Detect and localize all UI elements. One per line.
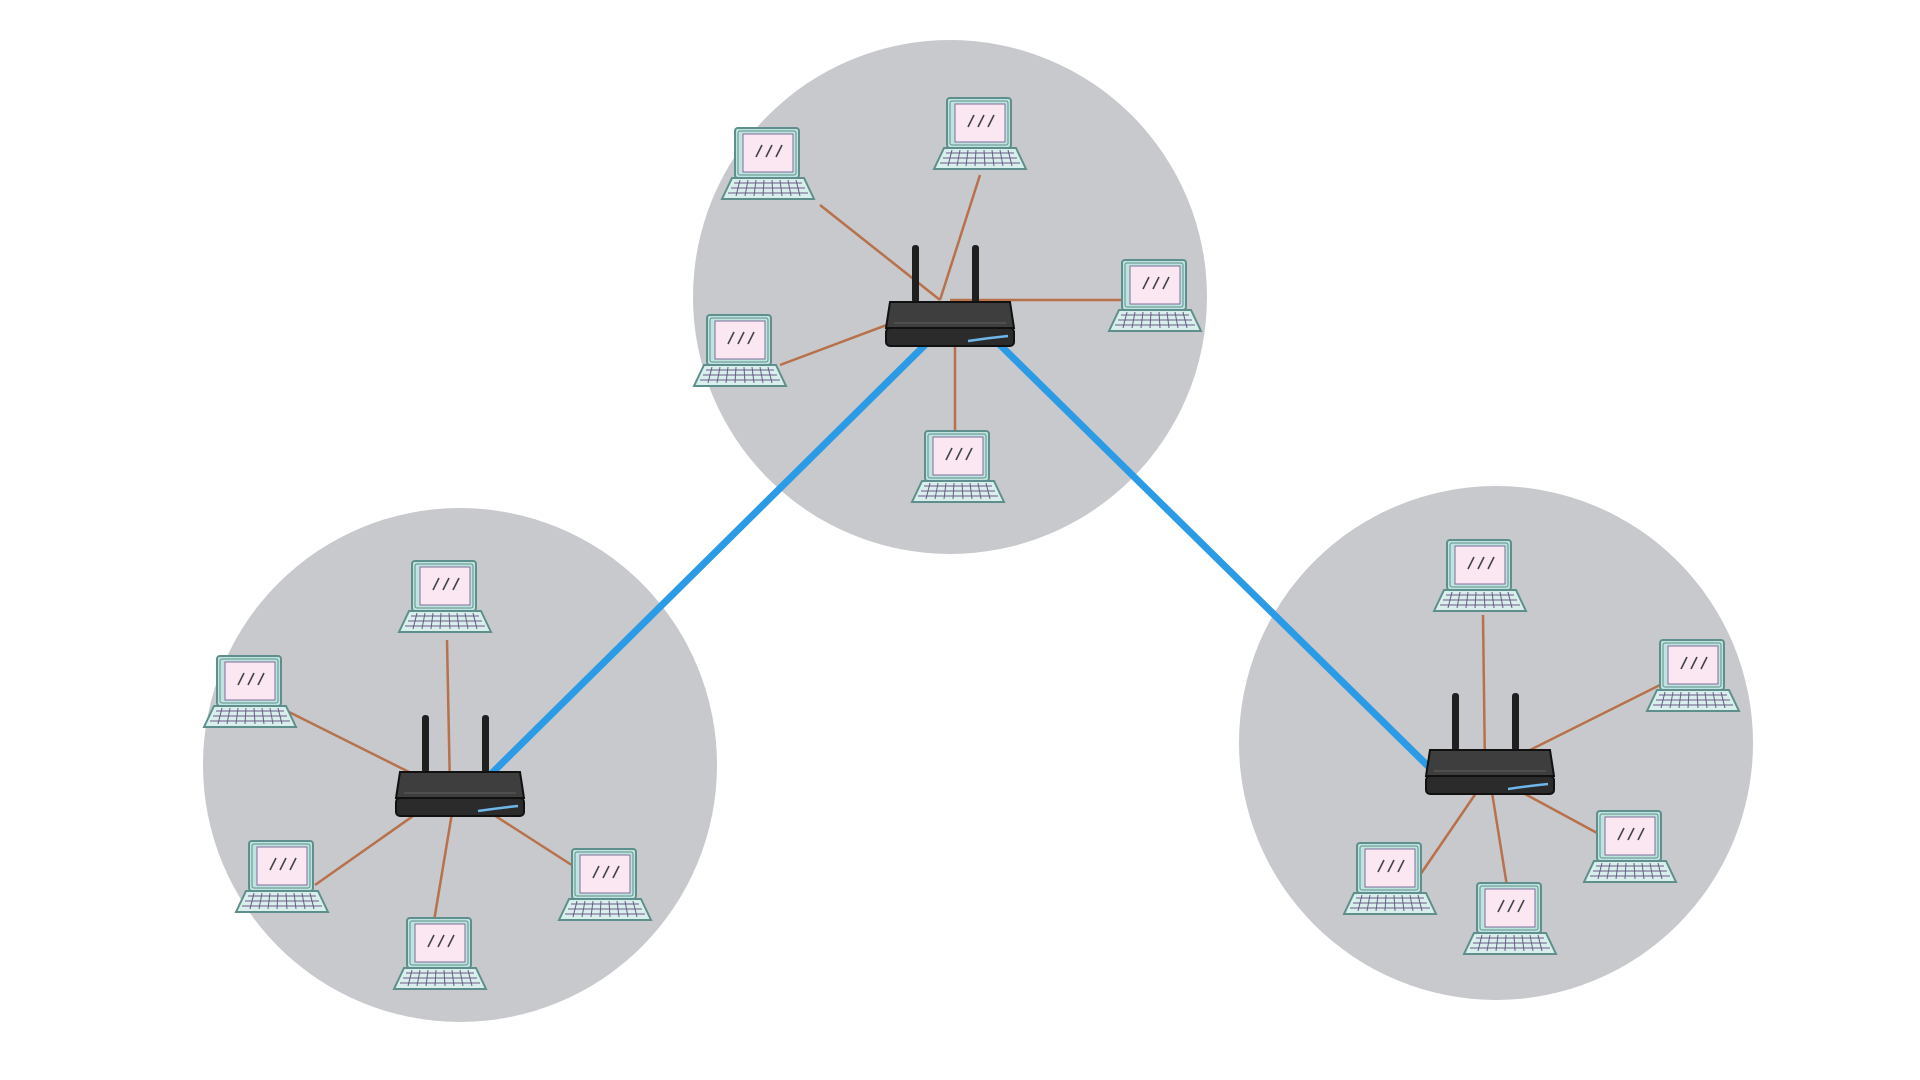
- trunk-link-top-left: [486, 336, 934, 779]
- trunk-link-top-right: [991, 336, 1436, 774]
